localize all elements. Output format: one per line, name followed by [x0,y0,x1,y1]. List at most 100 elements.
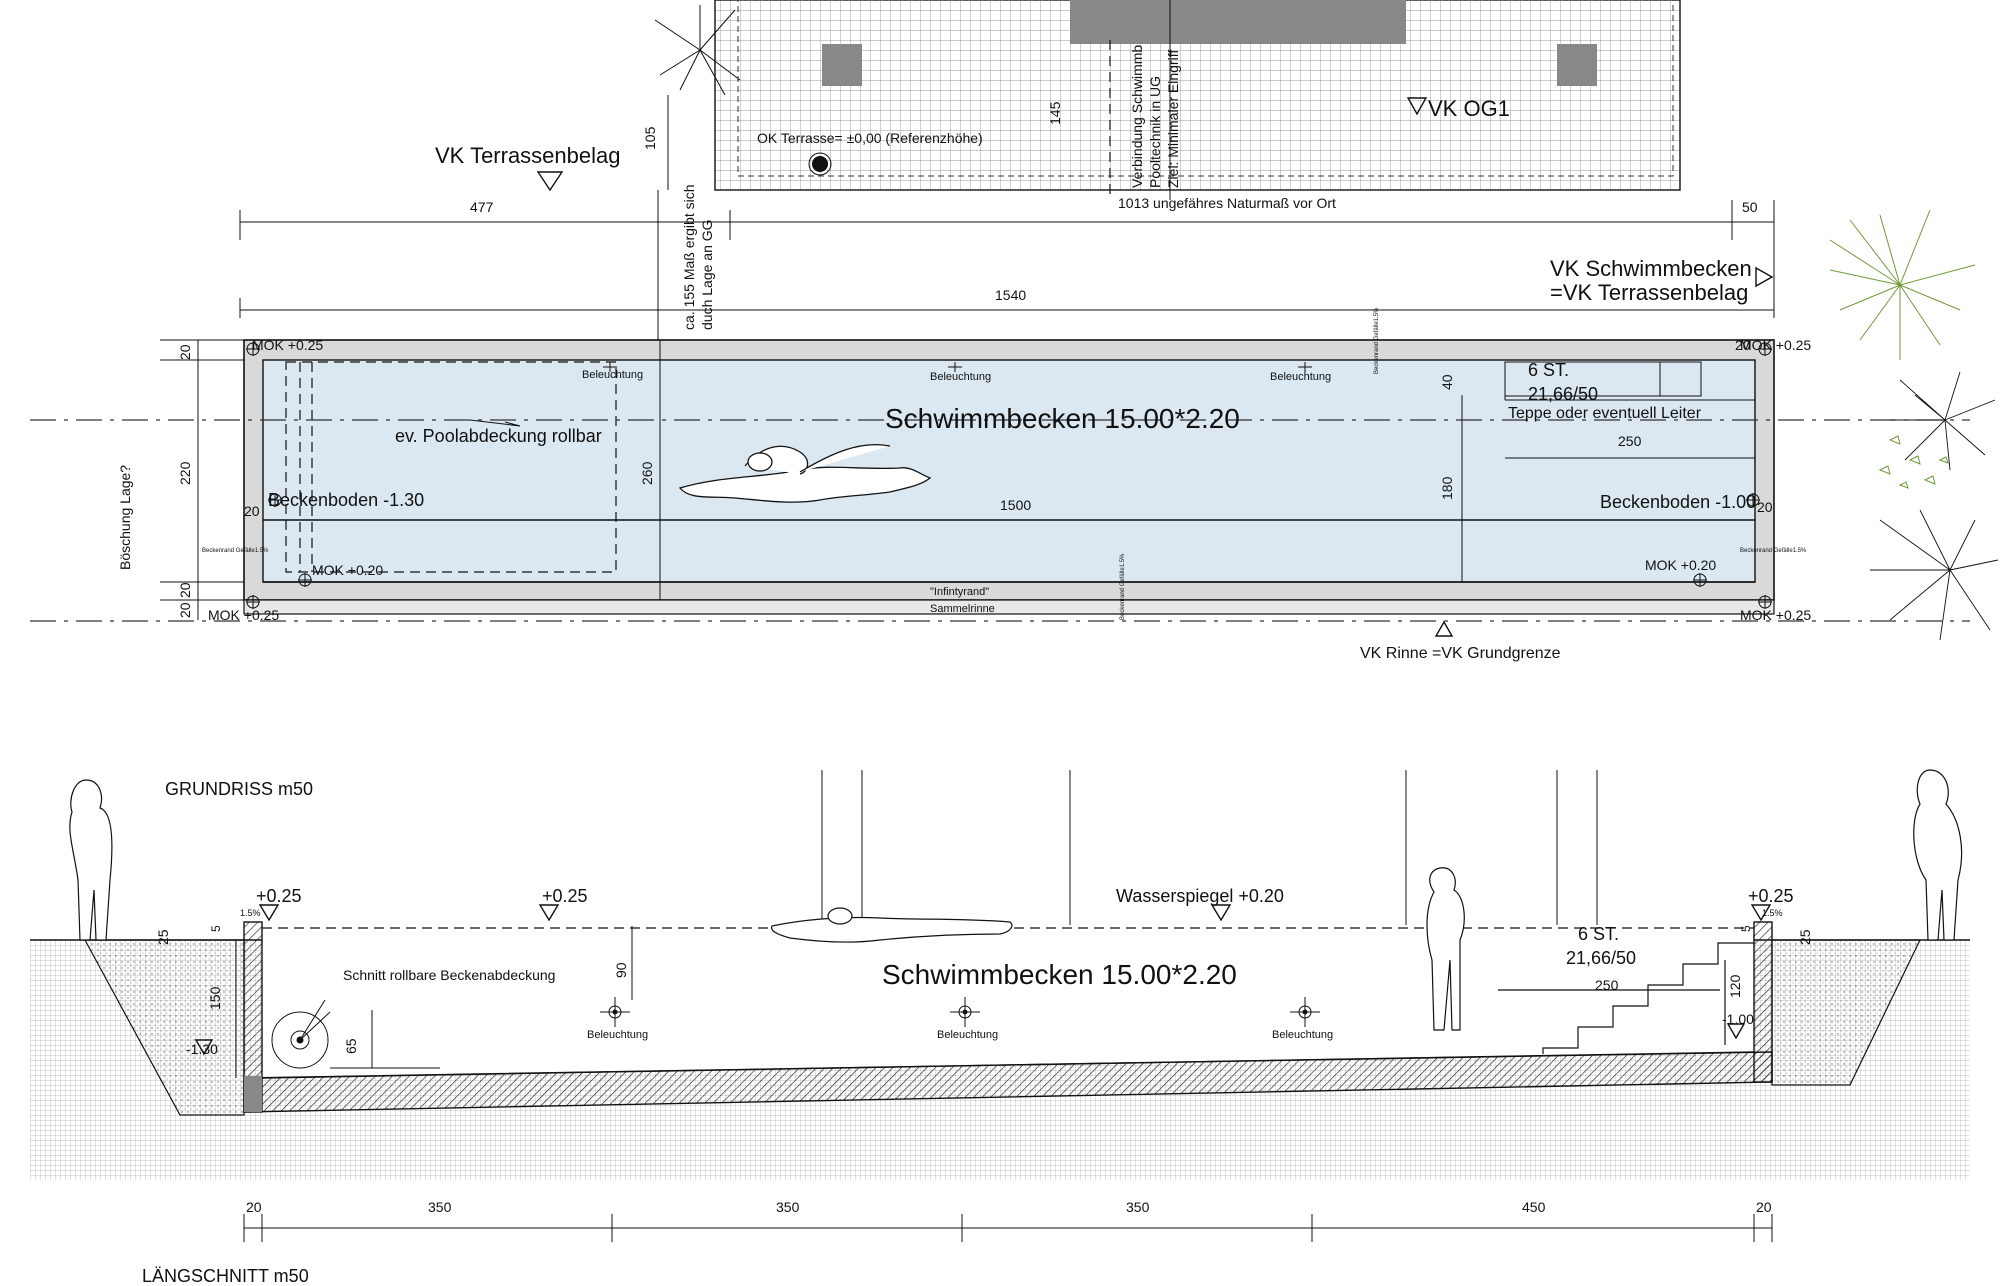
section-dim-m130: -1.30 [186,1041,218,1057]
vk-schwimmbecken-label-2: =VK Terrassenbelag [1550,280,1748,305]
plan-dim-250: 250 [1618,433,1642,449]
pool-plan [243,339,1775,615]
dim-note-1: ca. 155 Maß ergibt sich [681,184,697,330]
level-marker-icon [538,904,560,922]
plan-beleuchtung-1: Beleuchtung [582,369,643,381]
gefaelle-bottom: Beckenrand Gefälle1.5% [1120,553,1126,620]
section-pct-left: 1.5% [240,908,261,918]
plan-dim-20b: 20 [177,582,193,598]
vk-schwimmbecken-label: VK Schwimmbecken [1550,256,1752,281]
section-pct-right: 1.5% [1762,908,1783,918]
bottom-dim-350-b: 350 [776,1199,800,1215]
plan-dim-20e: 20 [1757,499,1773,515]
section-pool-title: Schwimmbecken 15.00*2.20 [882,959,1237,990]
palm-plant-icon [654,5,741,96]
reference-point-icon [812,156,828,172]
section-dim-65: 65 [343,1038,359,1054]
section-stairs [1498,942,1754,1054]
plan-dim-180: 180 [1439,476,1455,500]
section-dim-250: 250 [1595,977,1619,993]
bottom-dim-350-c: 350 [1126,1199,1150,1215]
bottom-dimension-chain [243,1214,1773,1242]
section-beleuchtung-2: Beleuchtung [937,1029,998,1041]
plan-dim-1500: 1500 [1000,497,1031,513]
mok-r-020: MOK +0.20 [1645,557,1716,573]
schnitt-label: Schnitt rollbare Beckenabdeckung [343,967,555,983]
beckenboden-left: Beckenboden -1.30 [268,490,424,510]
level-marker-icon [1726,1023,1746,1040]
level-marker-icon [258,904,280,922]
building-terrace [714,0,1681,200]
left-dim-chain [160,339,244,620]
beckenrand-right: Beckenrand Gefälle1.5% [1740,548,1807,554]
plan-pool-title: Schwimmbecken 15.00*2.20 [885,403,1240,434]
swimmer-figure-icon [678,444,932,503]
mok-bl: MOK +0.25 [208,607,279,623]
section-beleuchtung-3: Beleuchtung [1272,1029,1333,1041]
mok-tr: MOK +0.25 [1740,337,1811,353]
corner-markers [246,342,1772,609]
mok-br: MOK +0.25 [1740,607,1811,623]
section-lvl-right: +0.25 [1748,886,1794,906]
dim-1013: 1013 ungefähres Naturmaß vor Ort [1118,195,1336,211]
person-silhouette-icon [1426,867,1465,1031]
section-dim-25-left: 25 [155,929,171,945]
section-light-markers [600,997,1320,1027]
verbindung-line-3: Ziel: Minimaler Eingriff [1165,50,1181,188]
section-dim-25-right: 25 [1797,929,1813,945]
beckenrand-left: Beckenrand Gefälle1.5% [202,548,269,554]
ok-terrasse-label: OK Terrasse= ±0,00 (Referenzhöhe) [757,130,983,146]
section-stairs-2: 21,66/50 [1566,948,1636,968]
dim-105: 105 [642,126,658,150]
vk-og1-label: VK OG1 [1428,96,1510,121]
section-title: LÄNGSCHNITT m50 [142,1266,309,1286]
tree-icon [1829,209,1976,360]
level-marker-icon [1750,904,1772,922]
sammelrinne-label: Sammelrinne [930,603,995,615]
teppe-label: Teppe oder eventuell Leiter [1508,405,1702,422]
section-lvl-mid: +0.25 [542,886,588,906]
vk-terrassenbelag-label: VK Terrassenbelag [435,143,621,168]
plan-dim-20d: 20 [244,503,260,519]
boeschung-label: Böschung Lage? [117,465,133,570]
mok-l-020: MOK +0.20 [312,562,383,578]
section-swimmer-icon [770,907,1013,943]
section-stairs-1: 6 ST. [1578,924,1619,944]
verbindung-line-2: Pooltechnik in UG [1147,76,1163,188]
plan-light-markers [603,362,1312,372]
section-dim-90: 90 [613,962,629,978]
section-dim-120: 120 [1727,974,1743,998]
person-silhouette-icon [69,779,113,941]
section-beleuchtung-1: Beleuchtung [587,1029,648,1041]
section-dim-5-left: 5 [209,925,223,932]
plan-beleuchtung-2: Beleuchtung [930,371,991,383]
plan-dim-40: 40 [1439,374,1455,390]
plan-stairs-2: 21,66/50 [1528,384,1598,404]
roller-cover-icon [271,999,440,1069]
verbindung-line-1: Verbindung Schwimmb [1129,45,1145,188]
person-silhouette-icon [1913,769,1963,941]
plan-title: GRUNDRISS m50 [165,779,313,799]
leaf-icons [1878,435,1949,489]
infinity-label: "Infintyrand" [930,586,989,598]
dim-note-2: duch Lage an GG [699,219,715,330]
building-lines-section [821,770,1598,930]
plan-beleuchtung-3: Beleuchtung [1270,371,1331,383]
wasserspiegel-label: Wasserspiegel +0.20 [1116,886,1284,906]
plan-dim-20c: 20 [177,602,193,618]
dim-145: 145 [1047,101,1063,125]
level-marker-icon [536,171,564,192]
section-dim-5-right: 5 [1739,925,1753,932]
bottom-dim-350-a: 350 [428,1199,452,1215]
mok-tl: MOK +0.25 [252,337,323,353]
bottom-dim-20-left: 20 [246,1199,262,1215]
vk-rinne-label: VK Rinne =VK Grundgrenze [1360,645,1561,662]
plan-dim-20f: 20 [1735,337,1751,353]
bottom-dim-20-right: 20 [1756,1199,1772,1215]
section-dim-150: 150 [207,986,223,1010]
tree-icon [1870,371,1999,641]
plan-dim-20a: 20 [177,344,193,360]
gefaelle-top: Beckenrand Gefälle1.5% [1374,307,1380,374]
level-marker-icon [1210,904,1232,922]
